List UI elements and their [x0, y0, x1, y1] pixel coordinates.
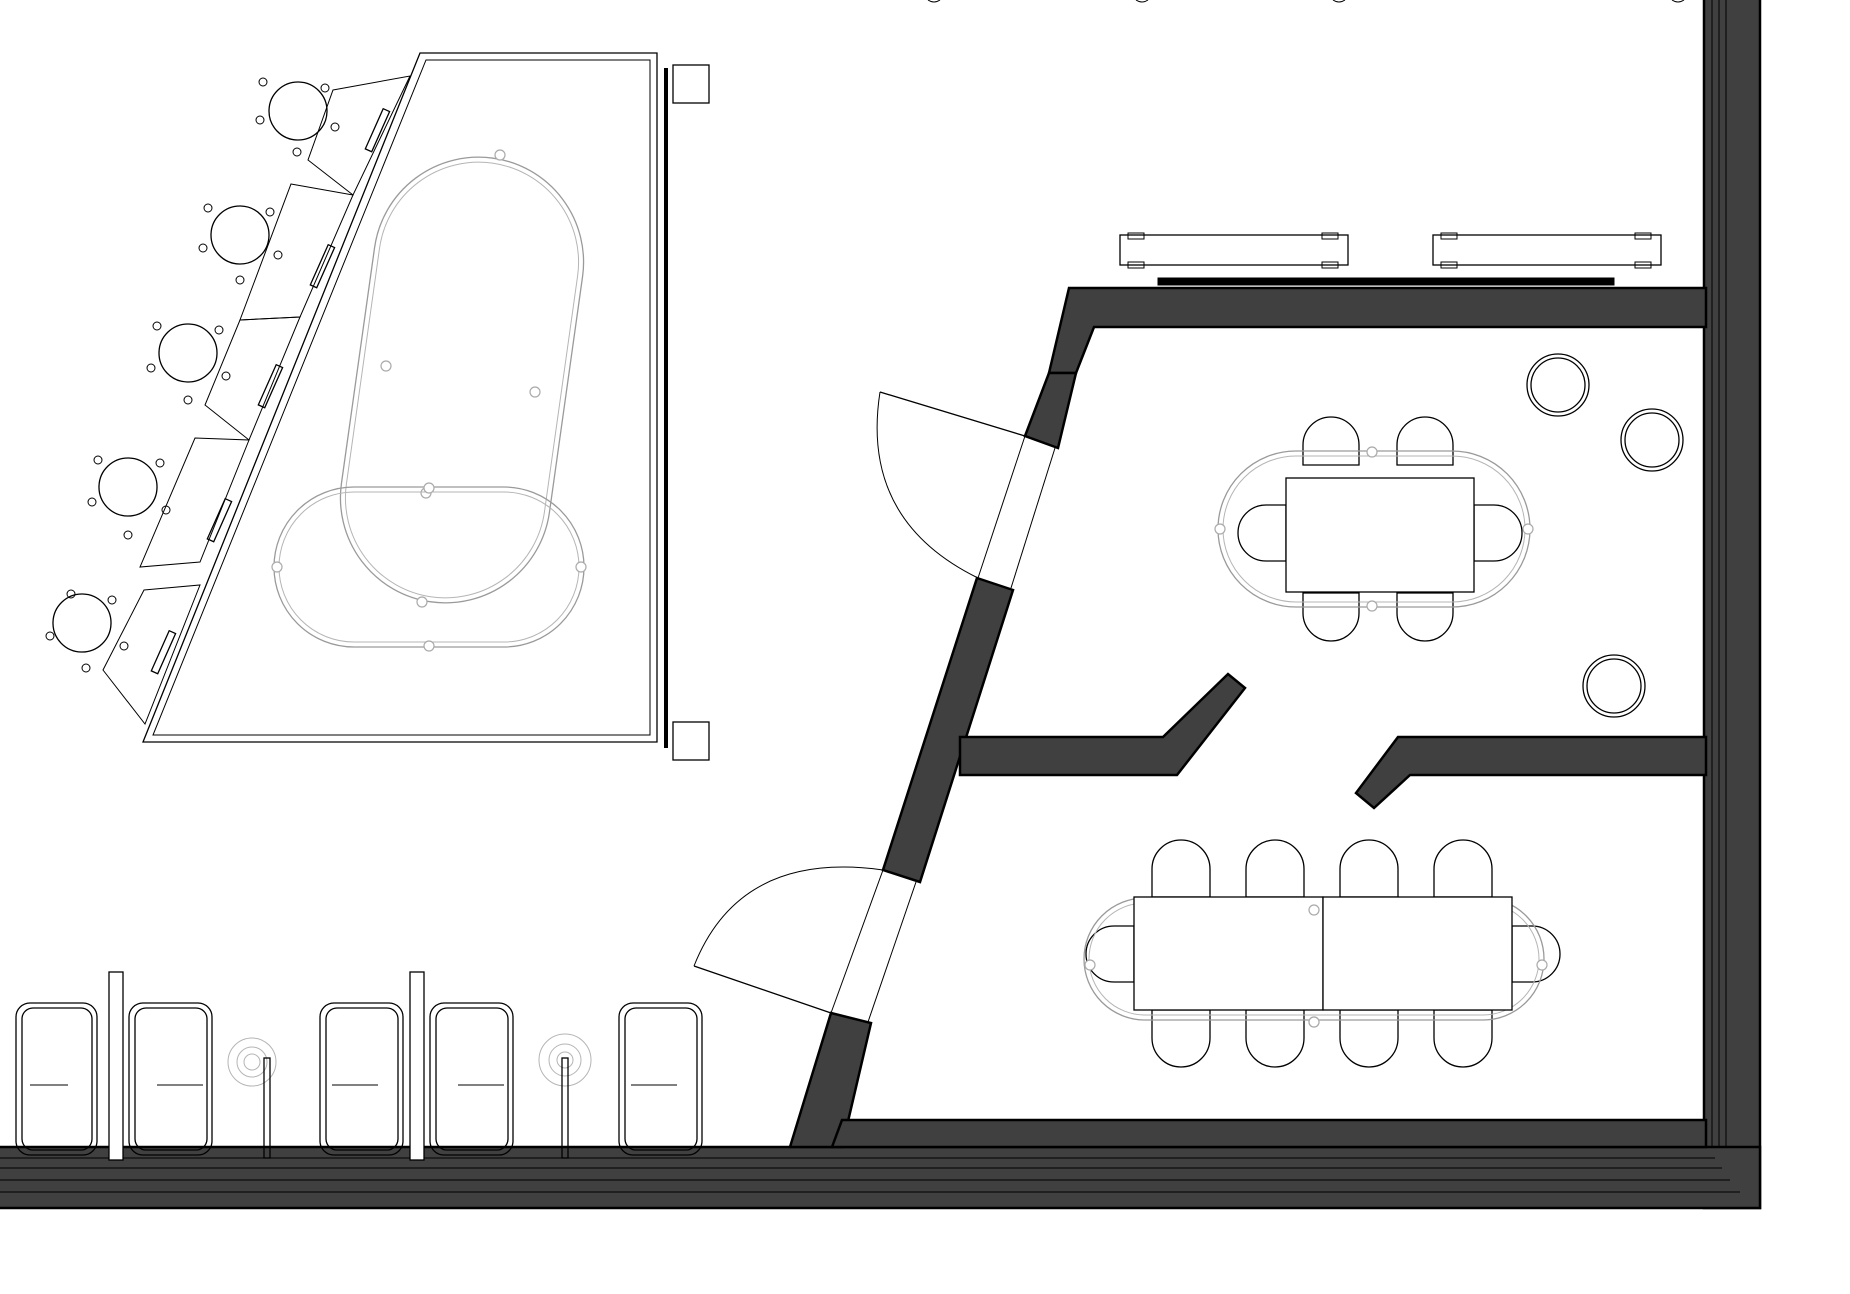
armchair — [319, 1002, 404, 1156]
office-chair — [98, 457, 158, 517]
workstation — [87, 437, 250, 568]
display-table-area — [142, 52, 710, 761]
office-chair — [268, 81, 328, 141]
workstations — [45, 75, 411, 725]
door-upper[interactable] — [876, 391, 1056, 589]
east-exterior-wall — [1702, 0, 1762, 1210]
chair — [1302, 592, 1360, 642]
door-swing-arc — [876, 391, 979, 579]
chair — [1473, 504, 1523, 562]
armchair — [128, 1002, 213, 1156]
armchair — [618, 1002, 703, 1156]
chair — [1245, 839, 1305, 898]
column — [672, 721, 710, 761]
wall-rail — [1157, 277, 1615, 286]
chair — [1245, 1009, 1305, 1068]
model-track — [339, 156, 585, 604]
upper-meeting-room — [1214, 353, 1684, 718]
armchair — [429, 1002, 514, 1156]
column — [672, 64, 710, 104]
divider-panel — [409, 971, 425, 1161]
meeting-table — [1322, 896, 1513, 1011]
door-leaf — [693, 965, 832, 1014]
workstation — [45, 584, 201, 725]
meeting-table — [1133, 896, 1324, 1011]
chair — [1433, 1009, 1493, 1068]
middle-wall-left — [958, 672, 1247, 777]
stool — [1582, 654, 1646, 718]
chair — [1433, 839, 1493, 898]
floor-lamp — [227, 1037, 277, 1159]
model-track — [273, 486, 585, 648]
chair — [1302, 416, 1360, 466]
chair — [1339, 839, 1399, 898]
bench — [1432, 234, 1662, 266]
upper-room-west-wall-top — [1023, 371, 1078, 450]
workstation — [198, 183, 354, 321]
lounge-seating — [15, 971, 703, 1161]
chair — [1396, 592, 1454, 642]
chair — [1511, 925, 1561, 983]
lower-room-south-wall — [830, 1118, 1708, 1149]
door-leaf — [879, 391, 1026, 437]
outer-walls — [0, 0, 1762, 1210]
lower-meeting-room — [1083, 839, 1561, 1068]
chair — [1085, 925, 1135, 983]
meeting-room-walls — [788, 286, 1708, 1149]
top-edge-marks — [927, 0, 1685, 3]
upper-room-north-wall — [1047, 286, 1708, 375]
stool — [1526, 353, 1590, 417]
door-swing-arc — [693, 866, 884, 967]
workstation — [146, 316, 301, 441]
floor-lamp — [538, 1033, 592, 1159]
west-partition-wall — [881, 576, 1015, 884]
south-exterior-wall — [0, 1145, 1762, 1210]
chair — [1396, 416, 1454, 466]
armchair — [15, 1002, 98, 1156]
wall-benches — [1119, 232, 1662, 286]
meeting-table — [1285, 477, 1475, 593]
middle-wall-right — [1354, 735, 1708, 810]
bench — [1119, 234, 1349, 266]
office-chair — [52, 593, 112, 653]
stool — [1620, 408, 1684, 472]
chair — [1151, 1009, 1211, 1068]
glass-partition — [664, 68, 668, 748]
divider-panel — [108, 971, 124, 1161]
chair — [1339, 1009, 1399, 1068]
office-chair — [158, 323, 218, 383]
door-lower[interactable] — [693, 866, 917, 1023]
chair — [1237, 504, 1287, 562]
office-chair — [210, 205, 270, 265]
model-table — [142, 52, 658, 743]
chair — [1151, 839, 1211, 898]
